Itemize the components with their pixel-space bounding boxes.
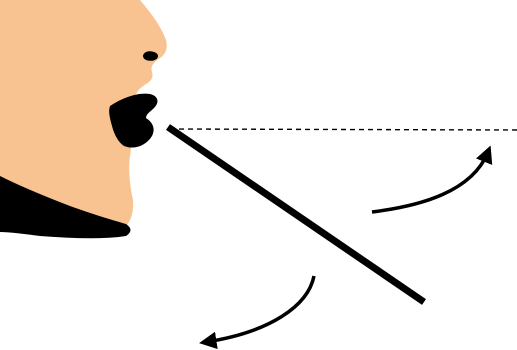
paper-strip [168, 127, 424, 302]
curved-arrow-down-icon [206, 276, 314, 342]
curved-arrow-up-icon [372, 152, 488, 212]
airflow-dashed-line [170, 129, 517, 130]
